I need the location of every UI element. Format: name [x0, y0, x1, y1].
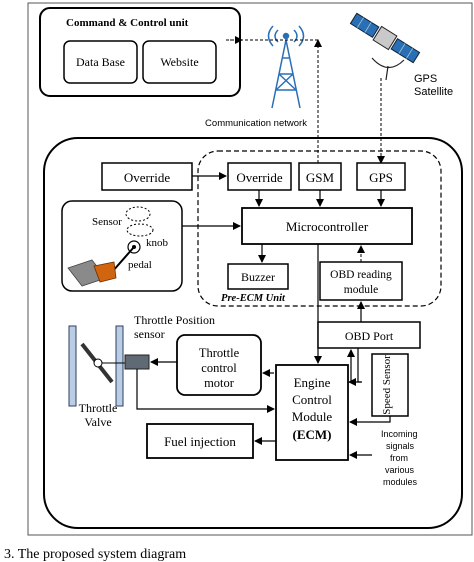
throttle-valve-line1: Throttle: [79, 401, 118, 415]
gsm-label: GSM: [306, 170, 335, 185]
override-outer-label: Override: [124, 170, 170, 185]
ecm-line2: Control: [292, 392, 332, 407]
obd-reading-line1: OBD reading: [330, 269, 392, 281]
buzzer-label: Buzzer: [241, 270, 275, 284]
gps-label: GPS: [369, 170, 393, 185]
microcontroller-label: Microcontroller: [286, 219, 369, 234]
speed-sensor-box: [371, 353, 409, 417]
throttle-position-line1: Throttle Position: [134, 313, 215, 327]
vehicle-boundary: [43, 137, 463, 529]
ecm-box: [275, 364, 349, 461]
command-control-unit: Command & Control unit Data Base Website: [39, 7, 241, 97]
pre-ecm-label: Pre-ECM Unit: [221, 293, 286, 304]
figure-caption: 3. The proposed system diagram: [4, 547, 186, 562]
obd-reading-line2: module: [344, 284, 379, 296]
microcontroller-box: [241, 207, 413, 245]
fuel-injection-box: [146, 423, 254, 459]
satellite-icon: [349, 12, 421, 81]
knob-label: knob: [146, 237, 169, 249]
obd-port-box: [317, 321, 421, 349]
incoming-line2: signals: [386, 441, 415, 451]
throttle-valve-line2: Valve: [84, 415, 111, 429]
figure-frame: [27, 2, 473, 536]
pedal-sensor-label: Sensor: [92, 216, 122, 228]
pre-ecm-boundary: [197, 150, 442, 307]
command-control-title: Command & Control unit: [66, 17, 189, 29]
throttle-valve: [68, 325, 125, 407]
antenna-tower-icon: [267, 25, 305, 109]
throttle-motor-line1: Throttle: [199, 346, 240, 360]
obd-port-label: OBD Port: [345, 329, 394, 343]
pedal-label: pedal: [128, 259, 152, 271]
override-outer-box: [101, 162, 193, 191]
gsm-box: [298, 162, 342, 191]
website-box: [142, 40, 217, 84]
website-label: Website: [160, 55, 198, 69]
ecm-line1: Engine: [294, 375, 331, 390]
incoming-line1: Incoming: [381, 429, 418, 439]
gps-box: [356, 162, 406, 191]
fuel-injection-label: Fuel injection: [164, 434, 236, 449]
network-label: Communication network: [205, 118, 307, 129]
satellite-label-line2: Satellite: [414, 86, 453, 98]
database-box: [63, 40, 138, 84]
incoming-line3: from: [390, 453, 408, 463]
satellite-label-line1: GPS: [414, 73, 437, 85]
throttle-control-motor-box: [176, 334, 262, 396]
ecm-line4: (ECM): [293, 427, 332, 442]
incoming-line4: various: [385, 465, 415, 475]
throttle-position-line2: sensor: [134, 327, 165, 341]
speed-sensor-label: Speed Sensor: [381, 355, 393, 415]
buzzer-box: [227, 263, 289, 290]
throttle-position-sensor: [124, 354, 150, 370]
throttle-motor-line2: control: [201, 361, 237, 375]
incoming-line5: modules: [383, 477, 418, 487]
ecm-line3: Module: [292, 409, 333, 424]
throttle-motor-line3: motor: [204, 376, 235, 390]
pedal-sensor-group: Sensor knob pedal: [61, 200, 183, 292]
override-inner-label: Override: [236, 170, 282, 185]
database-label: Data Base: [76, 55, 125, 69]
